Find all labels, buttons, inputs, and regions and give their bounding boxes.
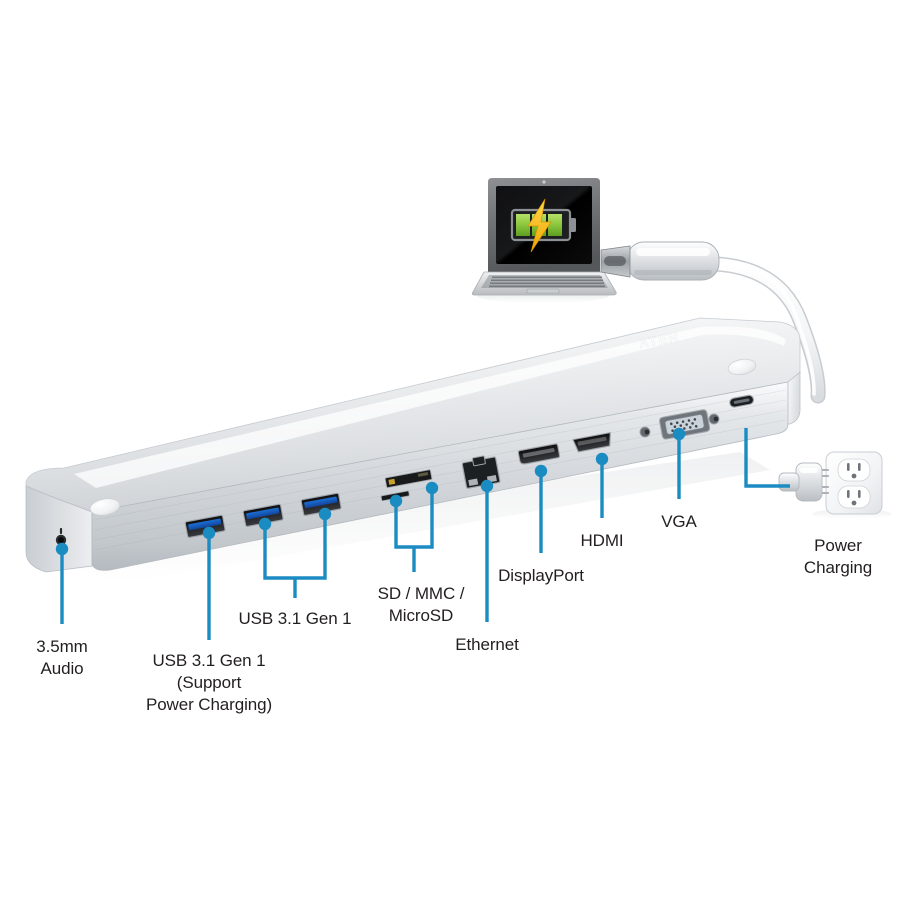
usb-c-connector <box>600 241 720 281</box>
port-sd-mmc-slot <box>384 469 433 489</box>
dot-usb-support <box>202 526 216 540</box>
dock-foot-left <box>89 498 121 516</box>
dot-audio <box>55 542 69 556</box>
port-ethernet-rj45 <box>461 455 501 489</box>
port-vga <box>659 409 711 440</box>
dock-right-cap <box>787 371 801 425</box>
port-usb-a-3 <box>300 492 342 517</box>
port-hdmi <box>572 431 611 453</box>
docking-station-body: ATEN <box>25 317 801 584</box>
brand-logo: ATEN <box>638 329 681 351</box>
leader-power <box>744 428 790 488</box>
callout-leaders <box>60 428 790 640</box>
dot-microsd <box>389 494 403 508</box>
dot-sd <box>425 481 439 495</box>
dot-usb-2 <box>258 517 272 531</box>
svg-text:ATEN: ATEN <box>638 329 680 351</box>
battery-charging-icon <box>510 198 576 253</box>
dot-vga <box>672 427 686 441</box>
port-displayport <box>517 443 561 465</box>
port-usb-c-power <box>729 394 755 408</box>
dock-foot-right <box>727 358 757 376</box>
power-plug <box>778 462 823 502</box>
outlet-socket-top <box>837 458 871 482</box>
dot-ethernet <box>480 479 494 493</box>
power-outlet-illustration <box>778 451 892 519</box>
outlet-socket-bottom <box>837 485 871 509</box>
callout-dots <box>55 427 686 556</box>
laptop-charging-illustration <box>471 178 617 303</box>
port-audio-jack <box>55 527 67 546</box>
dot-hdmi <box>595 452 609 466</box>
dot-usb-3 <box>318 507 332 521</box>
usb-c-cable <box>600 241 826 404</box>
laptop-base <box>471 271 617 296</box>
dot-displayport <box>534 464 548 478</box>
